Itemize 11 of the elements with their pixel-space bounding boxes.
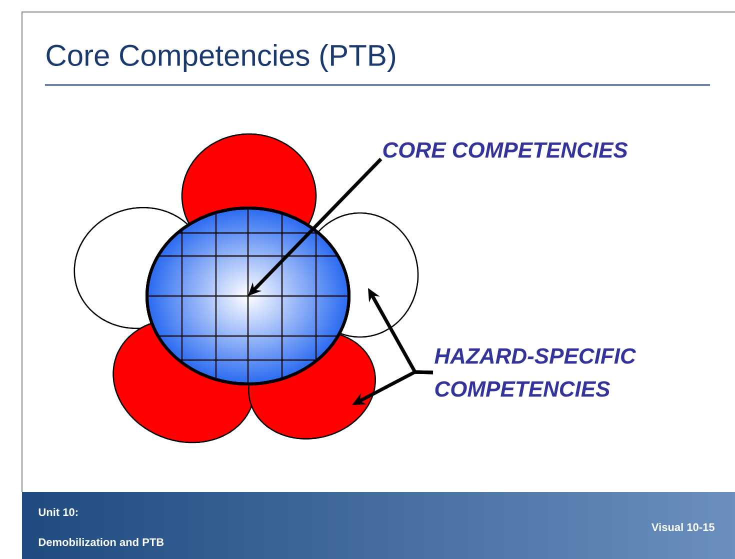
callout-label: HAZARD-SPECIFIC COMPETENCIES	[434, 348, 636, 397]
petal-shape	[318, 212, 419, 338]
petal-shape	[181, 133, 317, 226]
footer-text: Unit 10:	[38, 508, 78, 516]
callout-label: CORE COMPETENCIES	[383, 142, 628, 158]
petal-shape	[248, 334, 376, 440]
footer-text: Visual 10-15	[652, 522, 714, 532]
slide-title: Core Competencies (PTB)	[46, 44, 396, 72]
petal-shape	[74, 206, 189, 330]
core-globe	[146, 206, 350, 386]
footer-text: Demobilization and PTB	[38, 538, 164, 546]
